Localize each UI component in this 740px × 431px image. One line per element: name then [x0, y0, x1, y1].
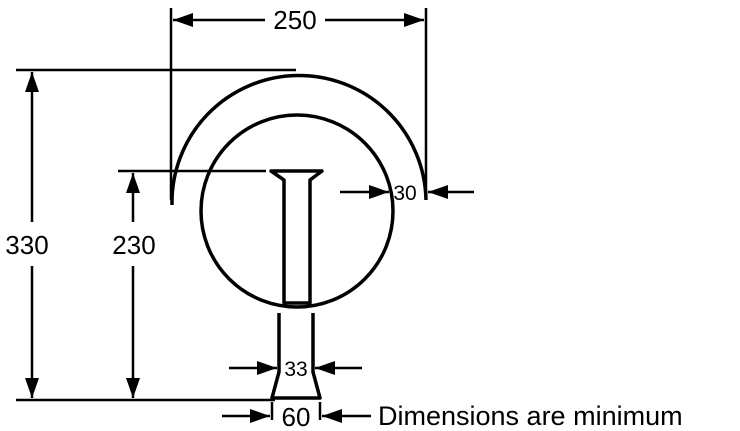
inner-ring [199, 113, 395, 309]
shape-outline [170, 73, 428, 400]
dim-label-33: 33 [284, 358, 307, 381]
dim-label-30: 30 [393, 182, 416, 205]
extension-lines [16, 8, 428, 420]
dim-label-60: 60 [282, 402, 311, 431]
dimensions-note: Dimensions are minimum [378, 401, 683, 431]
dimension-labels: 250 330 230 30 33 60 [5, 5, 416, 431]
dim-label-250: 250 [273, 5, 316, 35]
outer-ring [170, 73, 428, 206]
dim-label-230: 230 [112, 230, 155, 260]
stem-outer [270, 313, 322, 400]
dim-label-330: 330 [5, 230, 48, 260]
dimension-lines [25, 12, 474, 423]
stem-inner [269, 169, 324, 305]
